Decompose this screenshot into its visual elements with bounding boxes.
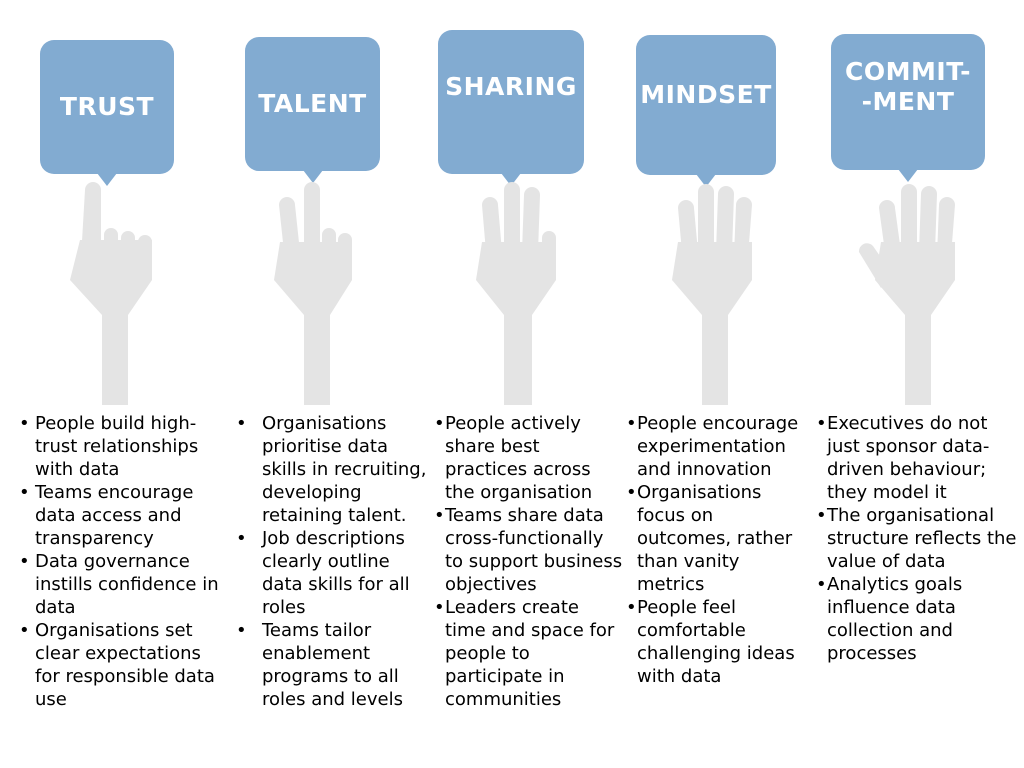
bubble-title: TRUST: [59, 92, 155, 121]
list-item: Executives do not just sponsor data-driv…: [816, 412, 1017, 504]
list-item: Organisations focus on outcomes, rather …: [626, 481, 812, 596]
bullet-list-trust: People build high-trust relationships wi…: [19, 412, 230, 711]
bubble-title: TALENT: [258, 89, 367, 118]
bullet-list-mindset: People encourage experimentation and inn…: [626, 412, 812, 688]
speech-bubble-commitment: COMMIT- -MENT: [831, 34, 985, 182]
column-mindset: MINDSET People encourage experimentation…: [0, 0, 798, 768]
list-item: Organisations set clear expectations for…: [19, 619, 230, 711]
list-item: Data governance instills confidence in d…: [19, 550, 230, 619]
hand-four-fingers-icon: [672, 184, 752, 405]
speech-bubble-trust: TRUST: [40, 40, 174, 186]
list-item: Job descriptions clearly outline data sk…: [236, 527, 427, 619]
hand-five-fingers-icon: [858, 184, 955, 405]
list-item: People encourage experimentation and inn…: [626, 412, 812, 481]
bubble-title: COMMIT- -MENT: [845, 57, 971, 116]
list-item: Teams encourage data access and transpar…: [19, 481, 230, 550]
speech-bubble-mindset: MINDSET: [636, 35, 776, 187]
bullet-list-sharing: People actively share best practices acr…: [434, 412, 623, 711]
list-item: People build high-trust relationships wi…: [19, 412, 230, 481]
list-item: Organisations prioritise data skills in …: [236, 412, 427, 527]
speech-bubble-sharing: SHARING: [438, 30, 584, 186]
list-item: The organisational structure reflects th…: [816, 504, 1017, 573]
hand-one-finger-icon: [70, 182, 152, 405]
bubble-title: MINDSET: [640, 80, 772, 109]
speech-bubble-talent: TALENT: [245, 37, 380, 183]
hand-three-fingers-icon: [476, 182, 556, 405]
bubble-title: SHARING: [445, 72, 577, 101]
column-trust: TRUST People build high-trust relationsh…: [0, 0, 219, 768]
column-sharing: SHARING People actively share best pract…: [0, 0, 622, 768]
list-item: Teams tailor enablement programs to all …: [236, 619, 427, 711]
list-item: People feel comfortable challenging idea…: [626, 596, 812, 688]
list-item: Analytics goals influence data collectio…: [816, 573, 1017, 665]
bullet-list-commitment: Executives do not just sponsor data-driv…: [816, 412, 1017, 665]
column-talent: TALENT Organisations prioritise data ski…: [0, 0, 426, 768]
bullet-list-talent: Organisations prioritise data skills in …: [236, 412, 427, 711]
list-item: Teams share data cross-functionally to s…: [434, 504, 623, 596]
hand-two-fingers-icon: [274, 182, 352, 405]
list-item: People actively share best practices acr…: [434, 412, 623, 504]
list-item: Leaders create time and space for people…: [434, 596, 623, 711]
